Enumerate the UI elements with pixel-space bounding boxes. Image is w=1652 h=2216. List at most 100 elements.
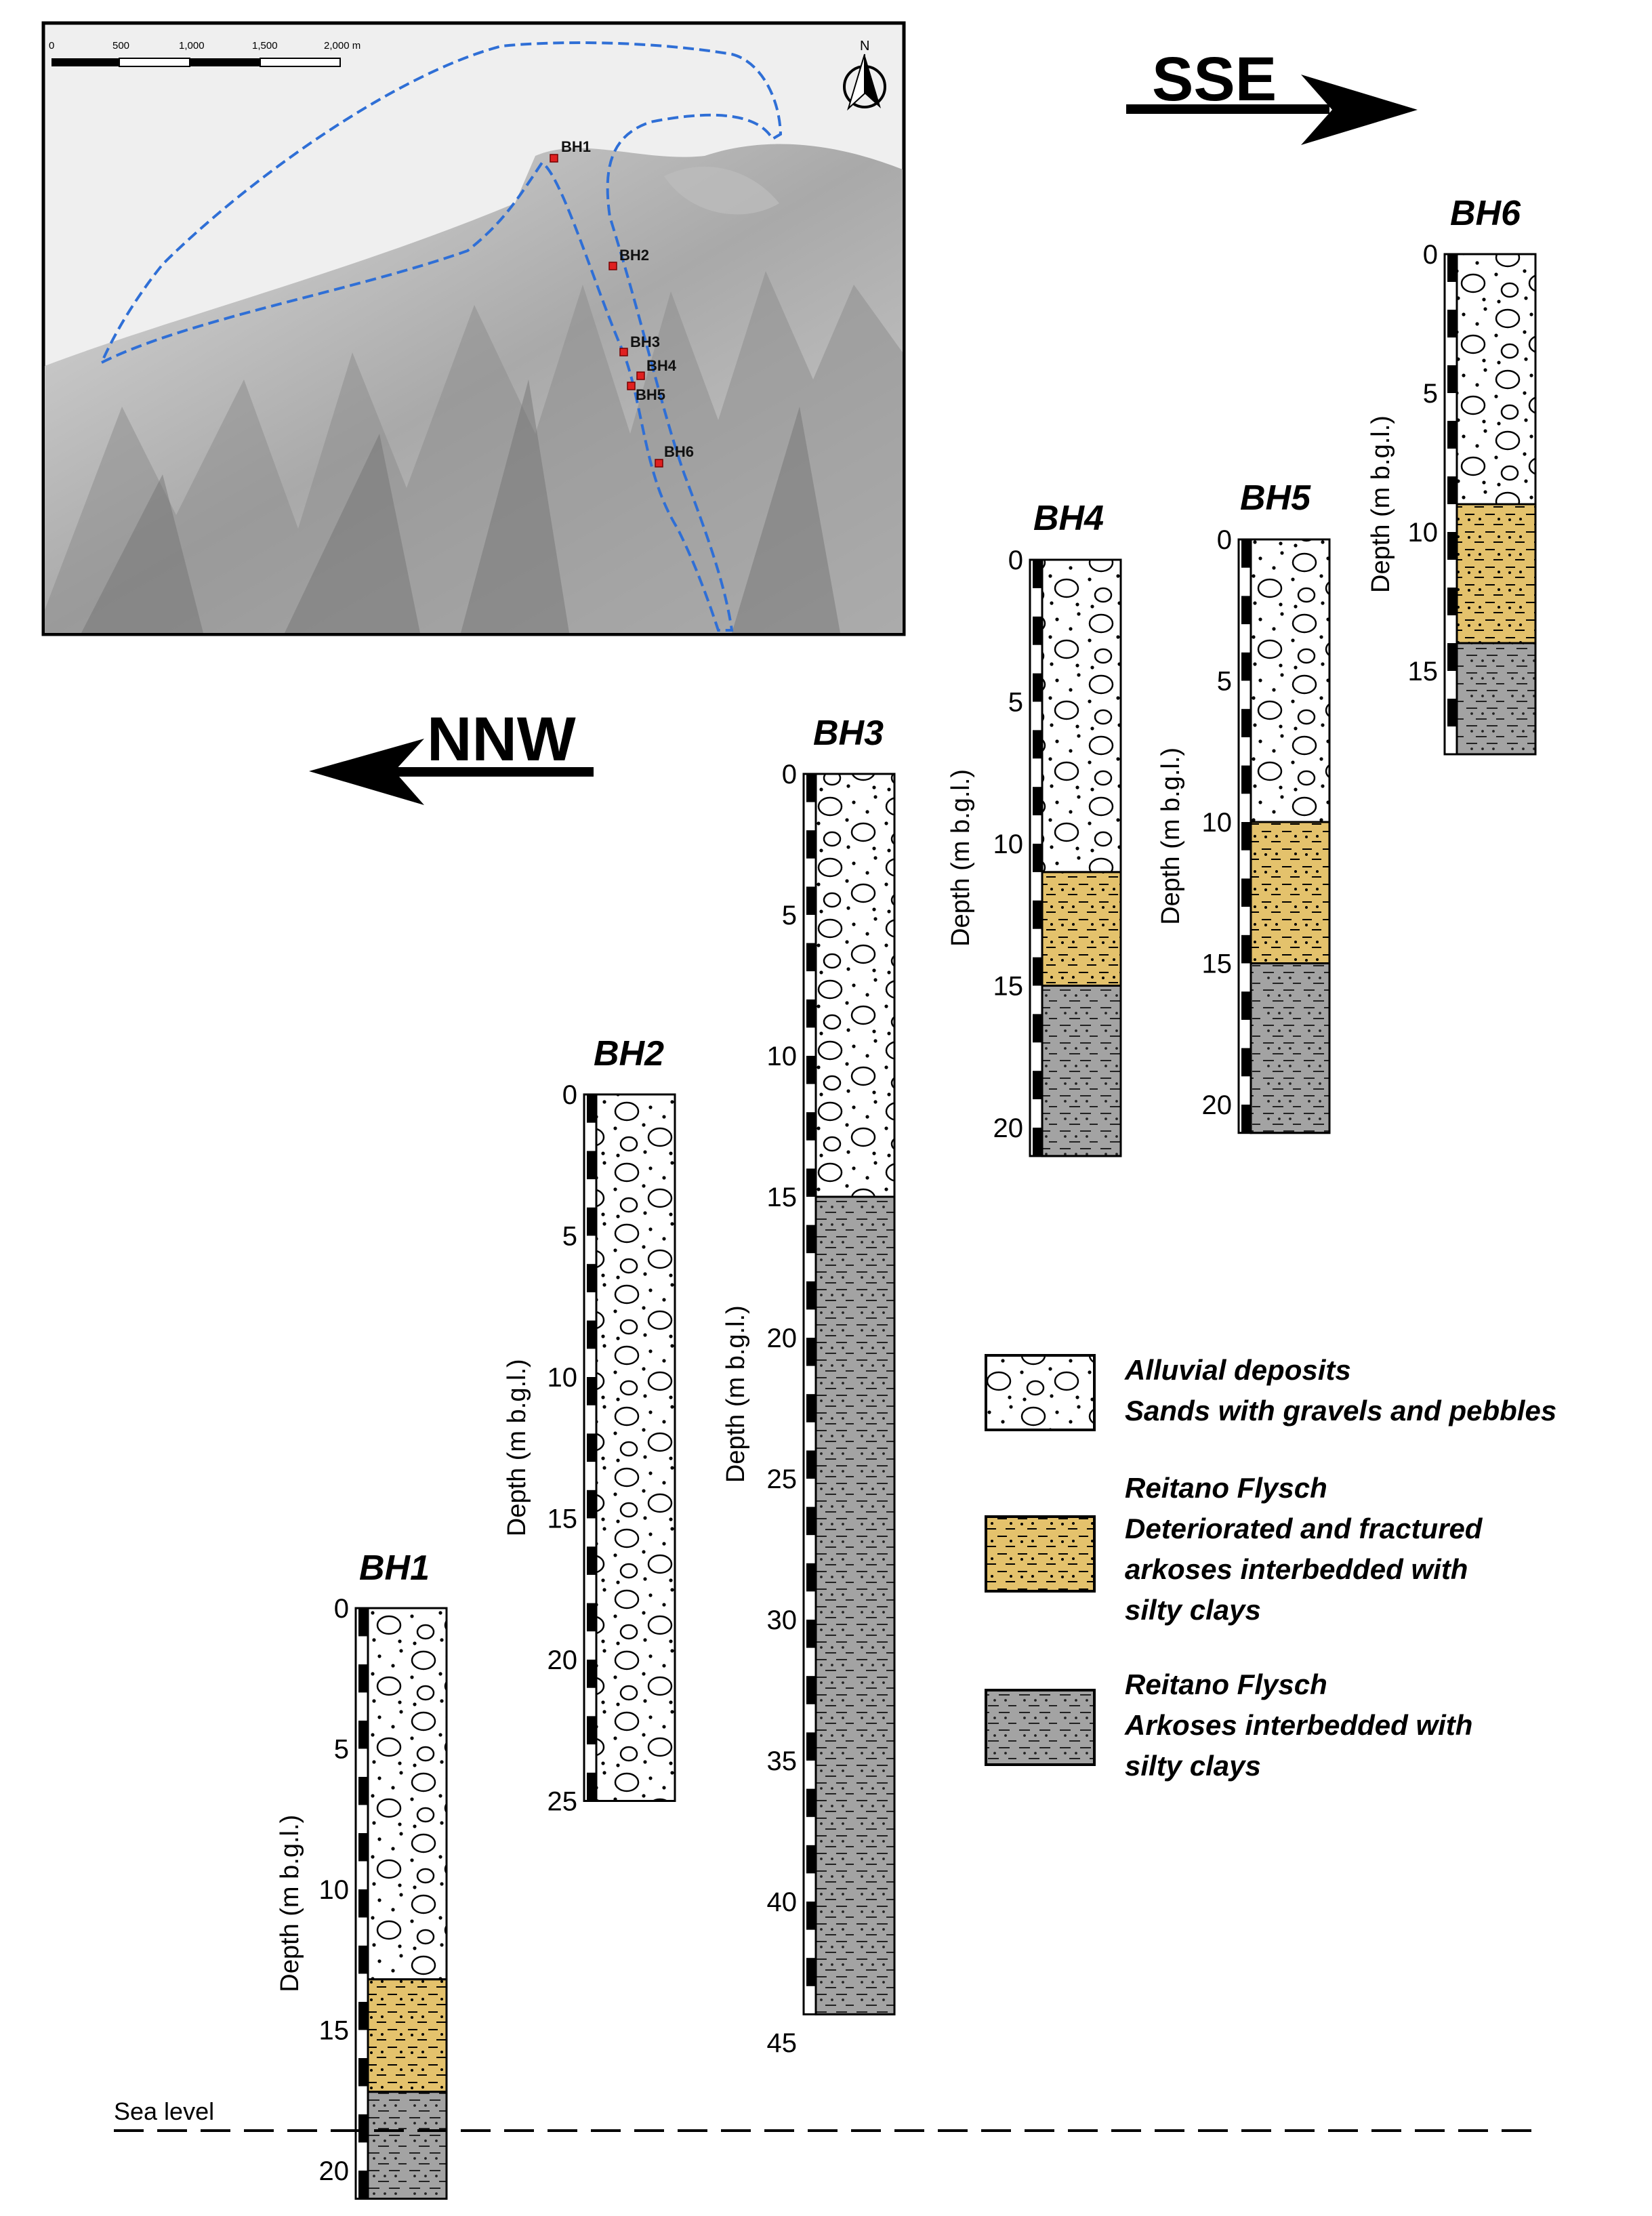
depth-scale-segment bbox=[1033, 616, 1042, 645]
depth-scale-segment bbox=[1241, 935, 1251, 964]
map-marker-label: BH3 bbox=[630, 333, 660, 350]
depth-axis-label: Depth (m b.g.l.) bbox=[947, 769, 975, 947]
depth-scale-segment bbox=[806, 1620, 816, 1648]
depth-scale-segment bbox=[1033, 1014, 1042, 1043]
depth-scale-segment bbox=[587, 1207, 596, 1236]
depth-scale-segment bbox=[806, 1225, 816, 1254]
depth-scale-segment bbox=[587, 1151, 596, 1180]
depth-axis-label: Depth (m b.g.l.) bbox=[722, 1305, 750, 1483]
depth-tick-label: 15 bbox=[319, 2016, 350, 2046]
legend-item-alluvial: Alluvial deposits Sands with gravels and… bbox=[985, 1354, 1556, 1431]
depth-scale-segment bbox=[358, 2114, 368, 2143]
depth-tick-label: 15 bbox=[1408, 657, 1439, 686]
depth-scale-segment bbox=[358, 2058, 368, 2087]
depth-scale-segment bbox=[806, 1563, 816, 1592]
depth-scale-segment bbox=[1033, 900, 1042, 929]
legend-text: Deteriorated and fractured bbox=[1125, 1513, 1483, 1544]
depth-scale-segment bbox=[1033, 560, 1042, 588]
layer-deteriorated bbox=[367, 1978, 448, 2093]
depth-tick-label: 15 bbox=[993, 972, 1024, 1002]
depth-tick-label: 0 bbox=[334, 1594, 349, 1624]
depth-scale-segment bbox=[806, 830, 816, 859]
depth-scale-segment bbox=[806, 1056, 816, 1084]
depth-tick-label: 5 bbox=[1008, 688, 1023, 718]
depth-scale-segment bbox=[358, 1664, 368, 1693]
depth-tick-label: 20 bbox=[319, 2156, 350, 2186]
depth-scale-segment bbox=[1241, 1105, 1251, 1133]
depth-scale-segment bbox=[358, 1833, 368, 1862]
depth-scale-segment bbox=[587, 1264, 596, 1292]
depth-tick-label: 5 bbox=[1217, 667, 1232, 697]
depth-scale-segment bbox=[587, 1546, 596, 1575]
borehole-title: BH5 bbox=[1240, 478, 1311, 518]
depth-tick-label: 20 bbox=[767, 1324, 798, 1353]
depth-scale-segment bbox=[1447, 421, 1457, 449]
depth-scale-segment bbox=[806, 1676, 816, 1704]
map-marker-bh3: BH3 bbox=[619, 333, 660, 356]
depth-tick-label: 5 bbox=[562, 1222, 577, 1252]
depth-scale-segment bbox=[358, 1946, 368, 1974]
layer-deteriorated bbox=[1250, 821, 1331, 964]
depth-scale-segment bbox=[358, 1889, 368, 1918]
depth-scale-segment bbox=[1447, 643, 1457, 671]
depth-scale-segment bbox=[1033, 673, 1042, 702]
depth-axis-label: Depth (m b.g.l.) bbox=[276, 1815, 304, 1992]
depth-scale-segment bbox=[806, 1506, 816, 1536]
legend-swatch-arkose bbox=[985, 1689, 1096, 1766]
borehole-title: BH2 bbox=[594, 1034, 664, 1073]
depth-tick-label: 0 bbox=[562, 1080, 577, 1110]
depth-scale-segment bbox=[587, 1716, 596, 1745]
depth-scale-segment bbox=[1447, 476, 1457, 504]
depth-scale-segment bbox=[1033, 1128, 1042, 1156]
depth-scale-segment bbox=[587, 1660, 596, 1688]
depth-tick-label: 20 bbox=[548, 1645, 578, 1675]
depth-scale-segment bbox=[1241, 539, 1251, 568]
depth-scale-segment bbox=[806, 1112, 816, 1141]
borehole-title: BH4 bbox=[1033, 499, 1104, 538]
legend-text: silty clays bbox=[1125, 1594, 1261, 1626]
arrow-left-icon bbox=[309, 739, 594, 805]
layer-arkose bbox=[1041, 985, 1122, 1157]
depth-tick-label: 5 bbox=[1423, 379, 1438, 409]
depth-scale-segment bbox=[358, 2002, 368, 2030]
depth-tick-label: 0 bbox=[1217, 525, 1232, 555]
depth-scale-segment bbox=[358, 2171, 368, 2199]
depth-tick-label: 15 bbox=[1202, 949, 1233, 979]
direction-sse-label: SSE bbox=[1152, 45, 1277, 114]
depth-scale-segment bbox=[1241, 709, 1251, 737]
layer-alluvial bbox=[367, 1607, 448, 1981]
layer-arkose bbox=[367, 2091, 448, 2200]
layer-deteriorated bbox=[1041, 871, 1122, 987]
legend-item-arkose: Reitano Flysch Arkoses interbedded with … bbox=[985, 1668, 1472, 1782]
map-marker-label: BH2 bbox=[619, 247, 649, 264]
map-marker-bh6: BH6 bbox=[655, 443, 694, 468]
depth-scale-segment bbox=[1447, 532, 1457, 560]
scale-label: 2,000 m bbox=[324, 40, 360, 52]
depth-tick-label: 20 bbox=[1202, 1090, 1233, 1120]
depth-scale-segment bbox=[1447, 699, 1457, 726]
depth-scale-segment bbox=[806, 1845, 816, 1874]
legend-text: Arkoses interbedded with bbox=[1124, 1709, 1472, 1741]
depth-scale-segment bbox=[806, 1338, 816, 1366]
depth-scale-segment bbox=[1447, 310, 1457, 337]
depth-scale-segment bbox=[806, 1958, 816, 1986]
map-marker-bh1: BH1 bbox=[550, 138, 591, 163]
depth-scale-segment bbox=[1447, 365, 1457, 393]
depth-scale-segment bbox=[1033, 787, 1042, 816]
layer-alluvial bbox=[595, 1093, 676, 1802]
depth-axis-label: Depth (m b.g.l.) bbox=[1367, 415, 1395, 593]
depth-scale-segment bbox=[1033, 1071, 1042, 1100]
layer-arkose bbox=[1455, 642, 1537, 756]
legend-swatch-deteriorated bbox=[985, 1515, 1096, 1593]
depth-scale-segment bbox=[806, 1394, 816, 1422]
map-marker-bh4: BH4 bbox=[636, 357, 677, 380]
sea-level-label: Sea level bbox=[114, 2097, 214, 2125]
depth-scale-segment bbox=[1241, 1048, 1251, 1077]
depth-scale-segment bbox=[806, 886, 816, 915]
depth-scale-segment bbox=[1241, 878, 1251, 907]
borehole-title: BH1 bbox=[359, 1548, 430, 1588]
depth-tick-label: 0 bbox=[1423, 240, 1438, 270]
depth-scale-segment bbox=[806, 1732, 816, 1761]
